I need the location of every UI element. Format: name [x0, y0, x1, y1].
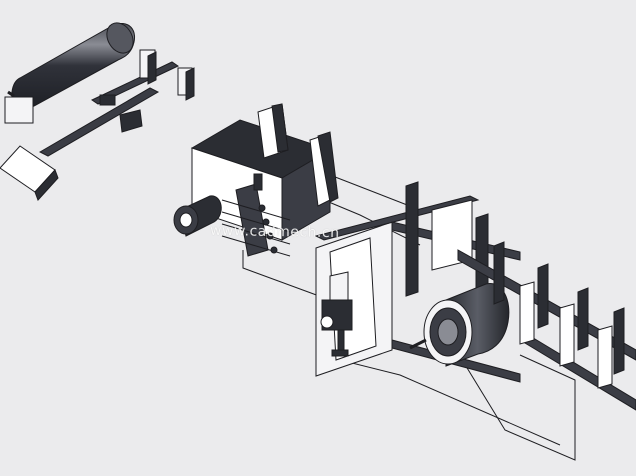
spinning-head [409, 283, 510, 367]
valve-manifold [221, 173, 291, 257]
electric-motor [173, 195, 222, 237]
cylinder-support-frame [0, 49, 195, 201]
hydraulic-cylinder [320, 271, 353, 357]
gas-cylinder [4, 22, 135, 124]
guide-rail-bed [457, 241, 636, 411]
